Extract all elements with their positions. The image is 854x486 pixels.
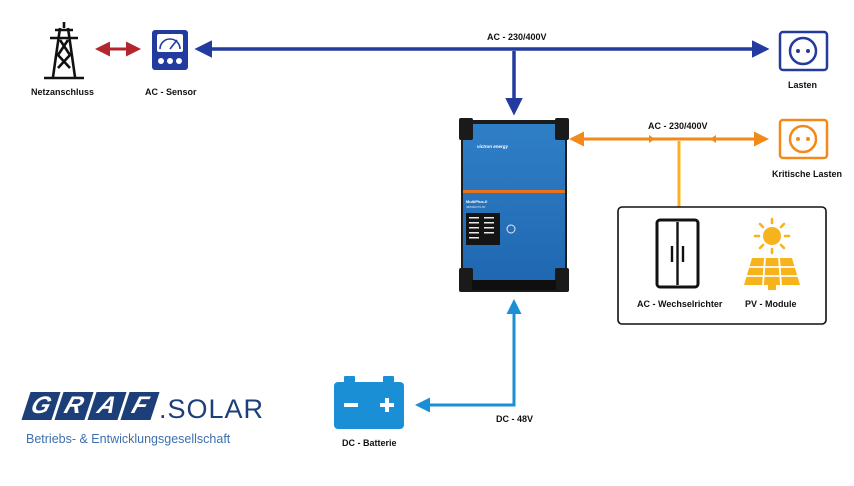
battery-label: DC - Batterie — [342, 438, 397, 448]
ac-sensor-icon — [152, 30, 188, 70]
logo-letter: R — [61, 392, 88, 419]
solar-panel-icon — [744, 257, 800, 290]
inverter-icon — [655, 218, 700, 289]
sun-icon — [753, 217, 791, 255]
connections — [95, 40, 770, 413]
logo-letter: G — [27, 392, 55, 419]
device-model-sub: 48/5000/70-50 — [466, 205, 486, 209]
ac-critical-label: AC - 230/400V — [648, 121, 708, 131]
device-brand: victron energy — [477, 144, 509, 149]
company-logo: G R A F .SOLAR Betriebs- & Entwicklungsg… — [21, 392, 263, 450]
logo-letter: A — [94, 392, 121, 419]
logo-letter: F — [128, 392, 152, 419]
logo-block: F — [120, 392, 160, 420]
ac-main-label: AC - 230/400V — [487, 32, 547, 42]
inverter-label: AC - Wechselrichter — [637, 299, 723, 309]
logo-suffix: .SOLAR — [159, 394, 265, 424]
dc-link — [415, 299, 522, 413]
ac-critical-arrow-left — [649, 135, 655, 143]
ac-critical-arrow-right — [710, 135, 716, 143]
outlet-icon — [778, 30, 829, 72]
logo-tagline: Betriebs- & Entwicklungsgesellschaft — [26, 432, 231, 446]
critical-loads-label: Kritische Lasten — [772, 169, 843, 179]
pv-label: PV - Module — [745, 299, 797, 309]
device-model: MultiPlus-II — [466, 199, 487, 204]
loads-label: Lasten — [788, 80, 818, 90]
pylon-icon — [44, 22, 84, 80]
dc-label: DC - 48V — [496, 414, 534, 424]
grid-label: Netzanschluss — [31, 87, 95, 97]
sensor-label: AC - Sensor — [145, 87, 197, 97]
battery-icon — [334, 376, 404, 429]
critical-outlet-icon — [778, 118, 829, 160]
multiplus-device: victron energy MultiPlus-II 48/5000/70-5… — [459, 118, 569, 292]
logo-letter-blocks: G R A F — [21, 392, 160, 420]
